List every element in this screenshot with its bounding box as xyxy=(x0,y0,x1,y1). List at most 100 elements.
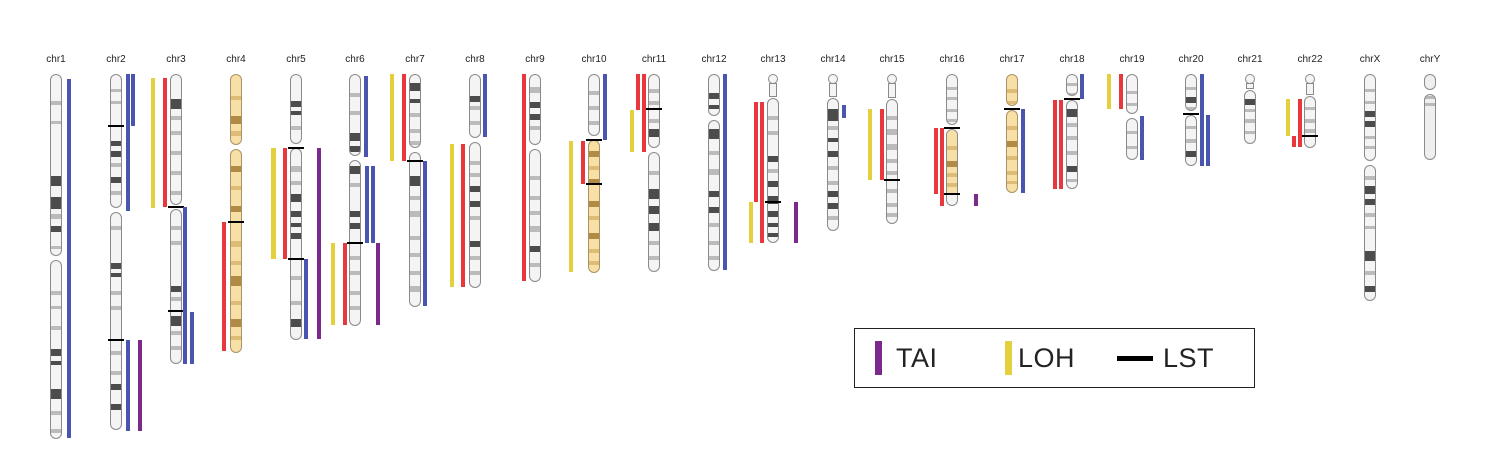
segment-bar-red xyxy=(402,74,406,161)
chromosome-arm xyxy=(1185,115,1197,166)
band xyxy=(649,241,659,245)
band xyxy=(887,189,897,193)
band xyxy=(947,87,957,90)
segment-bar-blue xyxy=(183,207,187,364)
band xyxy=(1067,151,1077,155)
segment-bar-blue xyxy=(371,166,375,243)
band xyxy=(291,233,301,239)
band xyxy=(111,151,121,157)
legend-item-loh: LOH xyxy=(1005,329,1075,387)
band xyxy=(589,151,599,157)
band xyxy=(530,211,540,215)
band xyxy=(947,119,957,122)
band xyxy=(709,151,719,155)
band xyxy=(51,306,61,309)
band xyxy=(410,176,420,186)
segment-bar-blue xyxy=(723,74,727,270)
lst-marker xyxy=(944,127,960,129)
band xyxy=(530,196,540,200)
band xyxy=(171,116,181,120)
segment-bar-LOH xyxy=(1286,99,1290,136)
band xyxy=(1186,97,1196,103)
band xyxy=(171,191,181,195)
band xyxy=(171,316,181,326)
segment-bar-blue xyxy=(1021,109,1025,193)
band xyxy=(111,177,121,183)
band xyxy=(649,256,659,260)
segment-bar-red xyxy=(222,222,226,351)
band xyxy=(768,169,778,173)
chromosome-arm xyxy=(1066,100,1078,189)
band xyxy=(350,211,360,217)
band xyxy=(1365,111,1375,117)
band xyxy=(1127,131,1137,134)
band xyxy=(350,166,360,174)
chromosome-arm xyxy=(349,74,361,156)
chromosome-arm xyxy=(588,140,600,273)
segment-bar-red xyxy=(343,243,347,325)
band xyxy=(649,171,659,175)
band xyxy=(530,102,540,108)
band xyxy=(947,161,957,167)
band xyxy=(1425,96,1435,99)
band xyxy=(51,121,61,124)
chromosome-arm xyxy=(50,74,62,256)
band xyxy=(231,301,241,305)
lst-marker xyxy=(168,206,184,208)
stalk xyxy=(888,83,896,98)
segment-bar-purple xyxy=(376,243,380,325)
segment-bar-LOH xyxy=(331,243,335,325)
segment-bar-blue xyxy=(1080,74,1084,99)
band xyxy=(410,211,420,217)
chromosome-label: chr20 xyxy=(1178,54,1204,65)
band xyxy=(1067,136,1077,140)
segment-bar-LOH xyxy=(390,74,394,161)
band xyxy=(530,114,540,120)
chromosome-label: chr8 xyxy=(465,54,485,65)
lst-swatch-icon xyxy=(1117,355,1153,361)
segment-bar-red xyxy=(636,74,640,110)
band xyxy=(1365,89,1375,92)
band xyxy=(291,211,301,217)
band xyxy=(530,226,540,232)
segment-bar-red xyxy=(642,74,646,152)
band xyxy=(350,146,360,152)
lst-marker xyxy=(1064,98,1080,100)
band xyxy=(51,214,61,219)
band xyxy=(1007,181,1017,184)
chromosome-label: chr1 xyxy=(46,54,66,65)
chromosome-label: chr6 xyxy=(345,54,365,65)
band xyxy=(470,201,480,207)
band xyxy=(51,197,61,209)
band xyxy=(1186,126,1196,129)
chromosome-label: chr4 xyxy=(226,54,246,65)
band xyxy=(1365,186,1375,194)
band xyxy=(1305,107,1315,110)
band xyxy=(589,121,599,125)
chromosome-arm xyxy=(1244,90,1256,144)
band xyxy=(470,256,480,260)
band xyxy=(470,241,480,247)
band xyxy=(171,297,181,301)
chromosome-arm xyxy=(767,98,779,243)
segment-bar-blue xyxy=(1140,116,1144,160)
band xyxy=(1245,131,1255,134)
lst-marker xyxy=(1004,108,1020,110)
band xyxy=(470,173,480,177)
chromosome-arm xyxy=(1006,74,1018,106)
segment-bar-red xyxy=(1053,100,1057,189)
segment-bar-blue xyxy=(365,166,369,243)
chromosome-arm xyxy=(170,74,182,205)
chromosome-arm xyxy=(886,99,898,224)
band xyxy=(51,246,61,249)
segment-bar-blue xyxy=(364,76,368,157)
chromosome-label: chr12 xyxy=(701,54,727,65)
band xyxy=(828,126,838,130)
lst-marker xyxy=(108,125,124,127)
band xyxy=(470,216,480,220)
chromosome-arm xyxy=(409,74,421,148)
chromosome-arm xyxy=(1424,74,1436,90)
chromosome-label: chr19 xyxy=(1119,54,1145,65)
band xyxy=(410,196,420,200)
band xyxy=(111,101,121,104)
